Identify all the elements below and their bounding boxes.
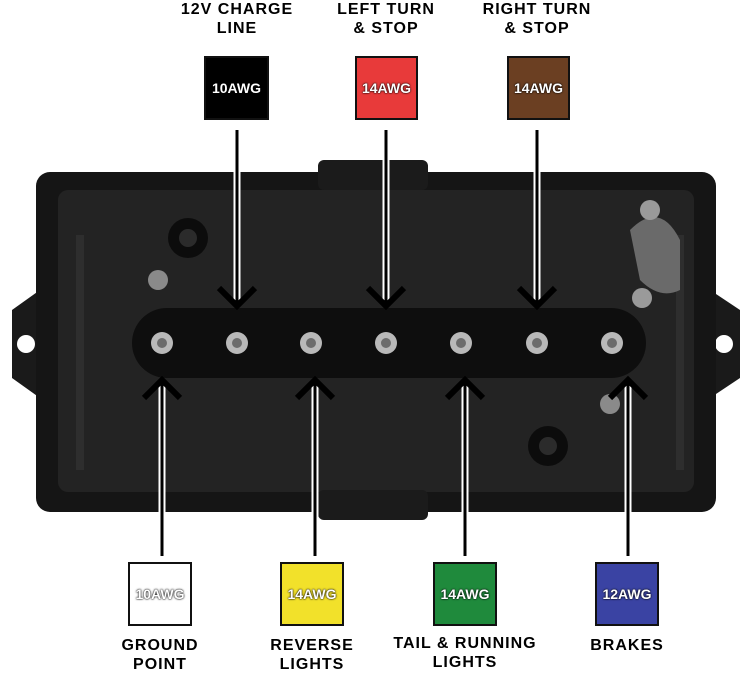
screw-icon xyxy=(600,394,620,414)
gauge-label: 10AWG xyxy=(135,586,185,602)
gauge-label: 10AWG xyxy=(211,80,261,96)
terminal-stud-icon xyxy=(375,332,397,354)
terminal-stud-icon xyxy=(226,332,248,354)
gauge-label: 14AWG xyxy=(361,80,411,96)
terminal-studs xyxy=(151,332,623,354)
terminal-stud-icon xyxy=(526,332,548,354)
label-right-turn-stop: RIGHT TURN & STOP xyxy=(482,1,592,37)
label-ground-point: GROUND POINT xyxy=(121,637,199,673)
terminal-stud-icon xyxy=(450,332,472,354)
wire-swatch-reverse: 14AWG xyxy=(280,562,344,626)
screw-icon xyxy=(148,270,168,290)
terminal-stud-icon xyxy=(601,332,623,354)
cable-clamp-icon xyxy=(630,200,680,308)
wire-swatch-ground: 10AWG xyxy=(128,562,192,626)
label-tail-running-lights: TAIL & RUNNING LIGHTS xyxy=(393,635,537,671)
mounting-tab-right xyxy=(710,290,740,398)
wire-swatch-brakes: 12AWG xyxy=(595,562,659,626)
terminal-stud-icon xyxy=(151,332,173,354)
gauge-label: 14AWG xyxy=(287,586,337,602)
wire-swatch-12v-charge: 10AWG xyxy=(204,56,269,120)
terminal-stud-icon xyxy=(300,332,322,354)
label-reverse-lights: REVERSE LIGHTS xyxy=(270,637,354,673)
wire-swatch-left-turn: 14AWG xyxy=(355,56,418,120)
label-12v-charge-line: 12V CHARGE LINE xyxy=(180,1,294,37)
label-brakes: BRAKES xyxy=(590,637,664,654)
wire-swatch-tail: 14AWG xyxy=(433,562,497,626)
label-left-turn-stop: LEFT TURN & STOP xyxy=(337,1,435,37)
gauge-label: 14AWG xyxy=(440,586,490,602)
mounting-tab-left xyxy=(12,290,40,398)
wire-swatch-right-turn: 14AWG xyxy=(507,56,570,120)
gauge-label: 14AWG xyxy=(513,80,563,96)
mounting-hole-icon xyxy=(168,218,208,258)
gauge-label: 12AWG xyxy=(602,586,652,602)
mounting-hole-icon xyxy=(528,426,568,466)
